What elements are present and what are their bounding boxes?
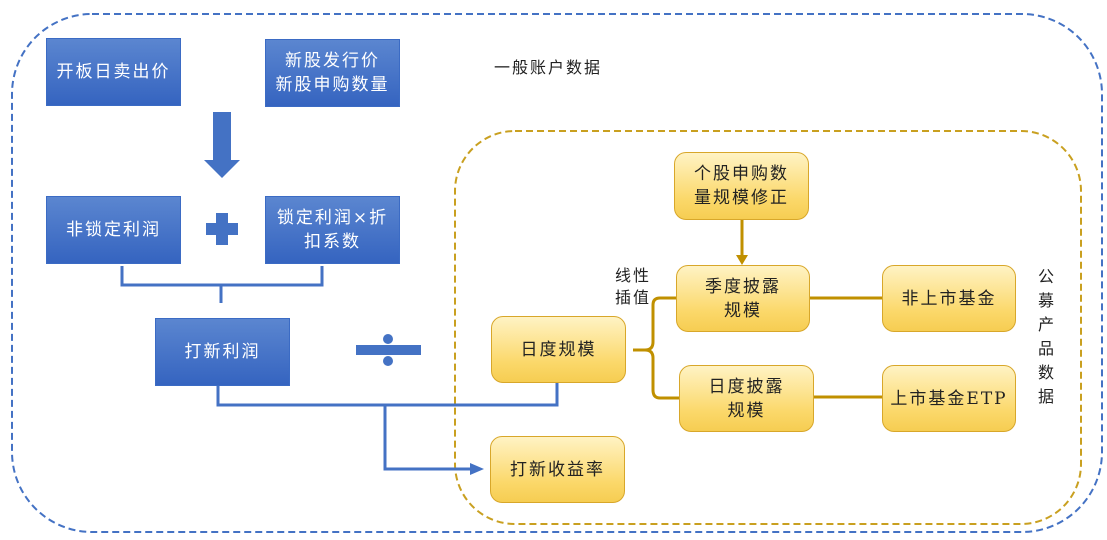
daily-disclosed-scale-label: 日度披露 规模	[708, 376, 785, 421]
daily-scale-box: 日度规模	[491, 316, 626, 383]
unlocked-profit-box: 非锁定利润	[46, 196, 181, 264]
listed-fund-etp-box: 上市基金ETP	[882, 365, 1016, 432]
quarterly-scale-box: 季度披露 规模	[676, 265, 810, 332]
linear-interp-label: 线性 插值	[615, 266, 652, 307]
general-account-container	[11, 13, 1103, 533]
subscription-adjust-label: 个股申购数 量规模修正	[694, 164, 789, 208]
public-fund-label: 公募产品数据	[1037, 267, 1054, 406]
public-fund-container	[454, 130, 1082, 525]
ipo-return-box: 打新收益率	[490, 436, 625, 503]
non-listed-fund-label: 非上市基金	[901, 288, 997, 309]
sum-connector	[120, 266, 324, 287]
divide-icon	[356, 334, 421, 366]
divide-connector	[216, 383, 559, 407]
subscription-adjust-box: 个股申购数 量规模修正	[674, 152, 809, 220]
non-listed-fund-box: 非上市基金	[882, 265, 1016, 332]
interp-brace	[633, 296, 680, 400]
daily-scale-label: 日度规模	[520, 339, 597, 360]
down-arrow-icon	[204, 112, 240, 178]
unlocked-profit-label: 非锁定利润	[66, 220, 161, 240]
open-sell-price-box: 开板日卖出价	[46, 38, 181, 106]
adjust-arrow-head	[736, 255, 748, 265]
result-arrow-line	[383, 405, 472, 471]
result-arrow-head	[470, 463, 484, 475]
locked-profit-label: 锁定利润×折 扣系数	[276, 208, 389, 252]
general-account-label: 一般账户数据	[494, 58, 603, 77]
ipo-return-label: 打新收益率	[510, 459, 605, 480]
ipo-profit-box: 打新利润	[155, 318, 290, 386]
listed-fund-etp-label: 上市基金ETP	[890, 388, 1008, 409]
ipo-price-qty-label: 新股发行价 新股申购数量	[275, 51, 390, 95]
open-sell-price-label: 开板日卖出价	[56, 62, 171, 82]
plus-icon	[206, 213, 238, 245]
ipo-price-qty-box: 新股发行价 新股申购数量	[265, 39, 400, 107]
quarterly-scale-label: 季度披露 规模	[705, 276, 781, 321]
daily-disclosed-scale-box: 日度披露 规模	[679, 365, 814, 432]
ipo-profit-label: 打新利润	[184, 342, 261, 362]
locked-profit-box: 锁定利润×折 扣系数	[265, 196, 400, 264]
